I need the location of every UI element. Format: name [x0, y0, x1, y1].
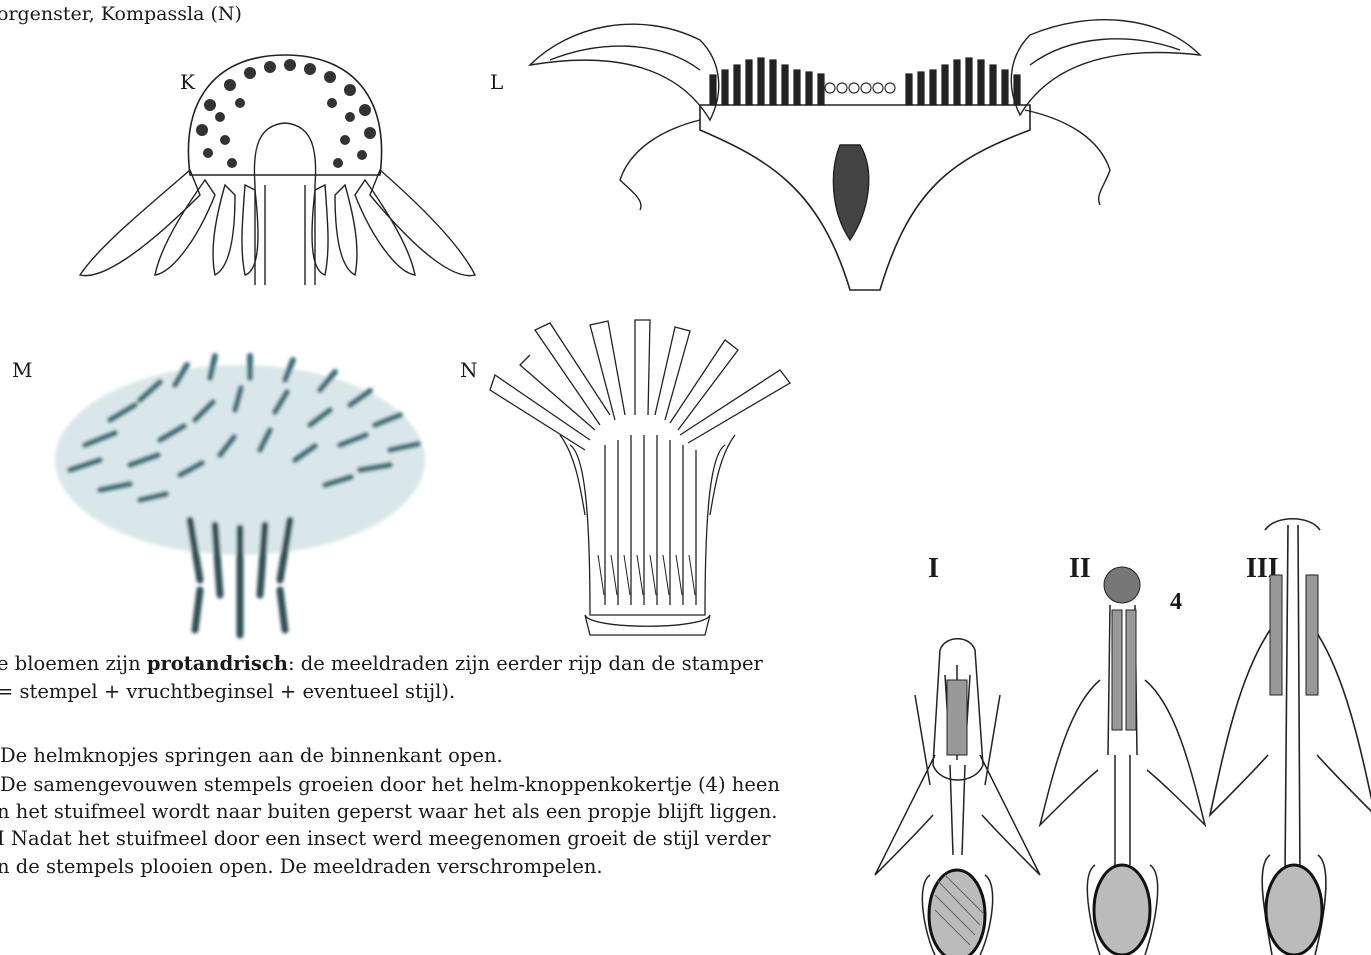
text-line-5: n het stuifmeel wordt naar buiten gepers…: [0, 800, 777, 825]
figure-n-illustration: [490, 315, 800, 640]
figure-l-label: L: [490, 70, 503, 94]
stage-ii-illustration: [1040, 565, 1205, 955]
stage-label-i: I: [928, 553, 939, 585]
figure-k-illustration: [70, 35, 480, 285]
text-line-1: e bloemen zijn protandrisch: de meeldrad…: [0, 652, 763, 677]
protandrisch-term: protandrisch: [147, 652, 288, 675]
text-line-4: De samengevouwen stempels groeien door h…: [0, 773, 780, 798]
text-line-6: I Nadat het stuifmeel door een insect we…: [0, 827, 771, 852]
figure-m-illustration: [40, 350, 430, 640]
text-line-3: De helmknopjes springen aan de binnenkan…: [0, 744, 503, 769]
text-line-7: n de stempels plooien open. De meeldrade…: [0, 855, 603, 880]
page-header: orgenster, Kompassla (N): [0, 3, 242, 25]
figure-n-label: N: [460, 358, 478, 382]
text-line-2: = stempel + vruchtbeginsel + eventueel s…: [0, 680, 455, 705]
figure-l-illustration: [530, 10, 1200, 295]
stage-iii-illustration: [1210, 515, 1371, 955]
stage-i-illustration: [875, 635, 1040, 955]
figure-m-label: M: [12, 358, 32, 382]
